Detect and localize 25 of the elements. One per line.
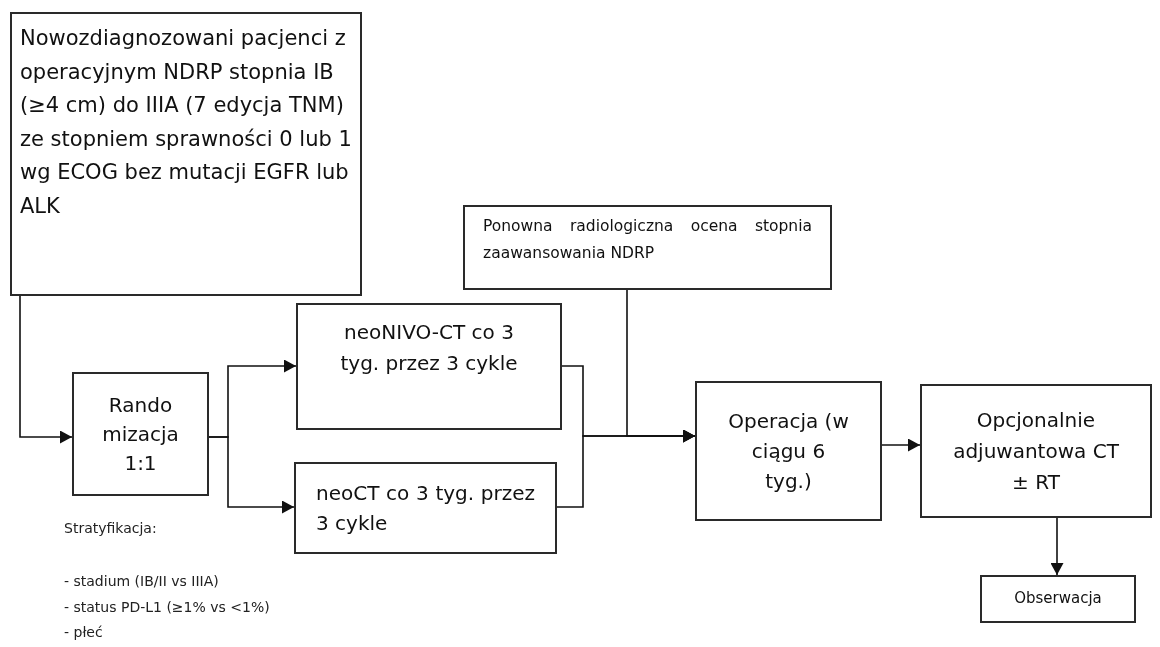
process-box	[980, 575, 1136, 623]
box-text: Nowozdiagnozowani pacjenci z operacyjnym NDRP stopnia IB (≥4 cm) do IIIA (7 edycja TNM) ze stopniem sprawności 0 lub 1 wg ECOG bez mutacji EGFR lub ALK	[20, 25, 352, 220]
process-box	[294, 462, 557, 554]
box-text: neoNIVO-CT co 3 tyg. przez 3 cykle	[339, 319, 519, 377]
process-box	[920, 384, 1152, 518]
process-box	[296, 303, 562, 430]
process-box	[10, 12, 362, 296]
process-box	[72, 372, 209, 496]
box-text: neoCT co 3 tyg. przez 3 cykle	[316, 480, 535, 537]
arrow	[208, 436, 295, 514]
box-text: Opcjonalnie adjuwantowa CT ± RT	[952, 406, 1120, 496]
note-item: - płeć	[64, 624, 103, 640]
arrow	[881, 438, 921, 452]
arrow	[19, 295, 73, 444]
arrow	[1050, 517, 1064, 576]
box-text: Rando mizacja 1:1	[101, 391, 180, 477]
box-text: Operacja (w ciągu 6 tyg.)	[727, 408, 850, 495]
note-item: - status PD-L1 (≥1% vs <1%)	[64, 599, 270, 615]
arrow	[626, 289, 696, 443]
box-text: Ponowna radiologiczna ocena stopnia zaawansowania NDRP	[483, 216, 812, 265]
process-box	[695, 381, 882, 521]
process-box	[463, 205, 832, 290]
box-text: Obserwacja	[1013, 589, 1103, 609]
note-heading: Stratyfikacja:	[64, 520, 157, 536]
note-item: - stadium (IB/II vs IIIA)	[64, 573, 219, 589]
